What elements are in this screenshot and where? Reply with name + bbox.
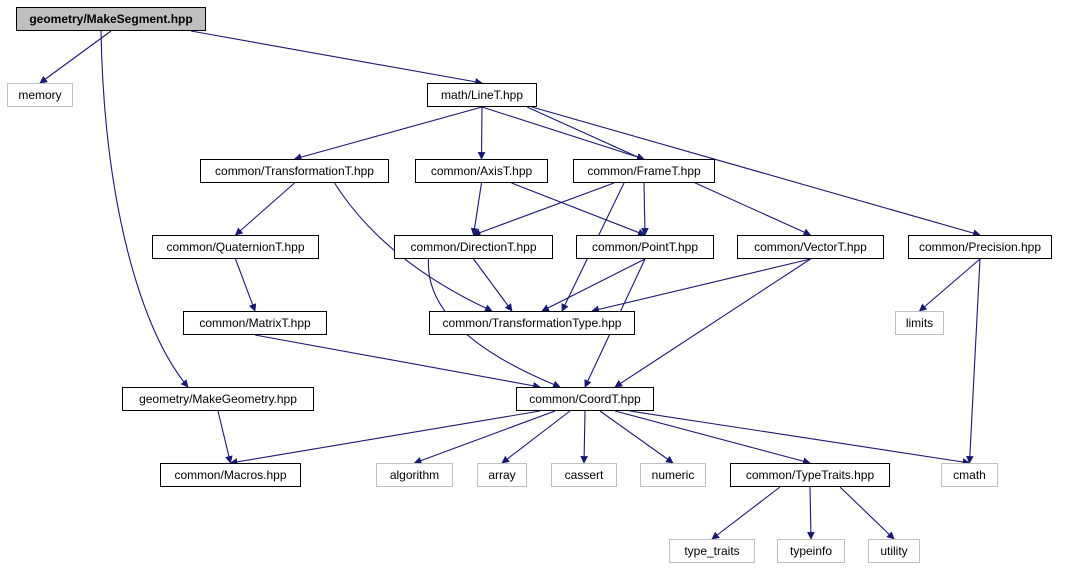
edge-coordt-macros bbox=[229, 410, 541, 466]
graph-node-numeric: numeric bbox=[640, 463, 706, 487]
edge-vectort-transformationtype bbox=[591, 258, 811, 314]
graph-node-array: array bbox=[477, 463, 527, 487]
graph-node-framet[interactable]: common/FrameT.hpp bbox=[573, 159, 715, 183]
edge-quaterniont-matrixt bbox=[234, 258, 257, 312]
graph-node-cmath: cmath bbox=[941, 463, 998, 487]
graph-node-cassert: cassert bbox=[551, 463, 617, 487]
graph-node-coordt[interactable]: common/CoordT.hpp bbox=[516, 387, 654, 411]
graph-node-typetraits[interactable]: common/TypeTraits.hpp bbox=[730, 463, 890, 487]
edge-makesegment-linet bbox=[190, 30, 483, 86]
graph-node-precision[interactable]: common/Precision.hpp bbox=[908, 235, 1052, 259]
graph-node-algorithm: algorithm bbox=[376, 463, 453, 487]
graph-node-type_traits: type_traits bbox=[669, 539, 755, 563]
edge-axist-directiont bbox=[470, 182, 483, 236]
graph-node-directiont[interactable]: common/DirectionT.hpp bbox=[394, 235, 553, 259]
edge-coordt-algorithm bbox=[413, 410, 556, 465]
graph-node-pointt[interactable]: common/PointT.hpp bbox=[576, 235, 714, 259]
graph-node-transformationt[interactable]: common/TransformationT.hpp bbox=[200, 159, 389, 183]
edge-framet-directiont bbox=[472, 182, 615, 237]
edge-typetraits-typeinfo bbox=[807, 486, 815, 540]
edge-makesegment-memory bbox=[39, 30, 112, 84]
edge-transformationt-quaterniont bbox=[234, 182, 295, 236]
edge-pointt-transformationtype bbox=[541, 258, 646, 312]
graph-node-quaterniont[interactable]: common/QuaternionT.hpp bbox=[152, 235, 319, 259]
edge-coordt-array bbox=[501, 410, 571, 464]
graph-node-linet[interactable]: math/LineT.hpp bbox=[427, 83, 537, 107]
graph-node-utility: utility bbox=[868, 539, 920, 563]
graph-node-transformationtype[interactable]: common/TransformationType.hpp bbox=[429, 311, 635, 335]
graph-node-axist[interactable]: common/AxisT.hpp bbox=[415, 159, 548, 183]
graph-node-limits: limits bbox=[895, 311, 944, 335]
edge-linet-framet bbox=[481, 106, 645, 161]
edge-coordt-cassert bbox=[580, 410, 588, 464]
graph-node-vectort[interactable]: common/VectorT.hpp bbox=[737, 235, 884, 259]
graph-node-macros[interactable]: common/Macros.hpp bbox=[160, 463, 301, 487]
edge-linet-precision bbox=[531, 106, 981, 237]
edge-matrixt-coordt bbox=[254, 334, 541, 390]
edge-coordt-cmath bbox=[629, 410, 971, 466]
edge-typetraits-type_traits bbox=[711, 486, 781, 540]
edge-axist-pointt bbox=[511, 182, 646, 237]
edge-coordt-typetraits bbox=[614, 410, 811, 465]
edge-linet-transformationt bbox=[293, 106, 483, 161]
edge-precision-cmath bbox=[966, 258, 981, 464]
edge-makegeometry-macros bbox=[217, 410, 233, 464]
edge-typetraits-utility bbox=[839, 486, 895, 540]
edge-linet-axist bbox=[477, 106, 486, 160]
edge-vectort-coordt bbox=[614, 258, 811, 388]
edge-coordt-numeric bbox=[599, 410, 674, 464]
graph-node-typeinfo: typeinfo bbox=[777, 539, 845, 563]
edge-directiont-transformationtype bbox=[473, 258, 513, 312]
edge-precision-limits bbox=[918, 258, 981, 312]
edge-makesegment-makegeometry bbox=[100, 30, 189, 388]
graph-node-makegeometry[interactable]: geometry/MakeGeometry.hpp bbox=[122, 387, 314, 411]
graph-node-makesegment[interactable]: geometry/MakeSegment.hpp bbox=[16, 7, 206, 31]
graph-node-matrixt[interactable]: common/MatrixT.hpp bbox=[183, 311, 327, 335]
edge-framet-pointt bbox=[641, 182, 649, 236]
graph-node-memory: memory bbox=[7, 83, 73, 107]
